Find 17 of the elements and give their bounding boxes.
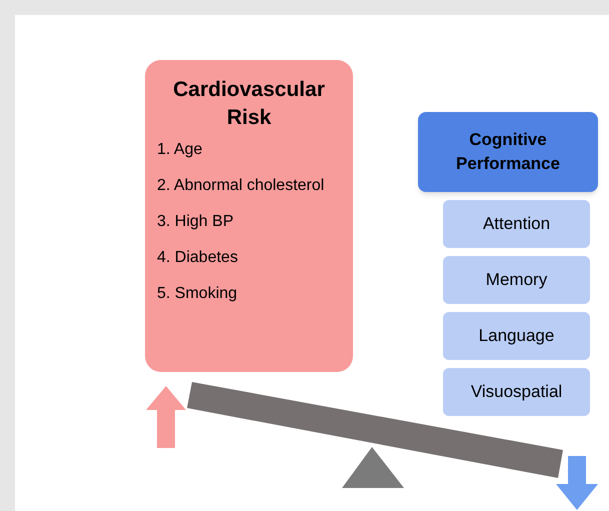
list-item: 5. Smoking <box>157 284 238 304</box>
item-box <box>443 200 590 248</box>
item-box <box>443 312 590 360</box>
list-item: 1. Age <box>157 140 204 160</box>
panel-title: Cardiovascular Risk <box>172 77 326 131</box>
list-item: 2. Abnormal cholesterol <box>157 176 326 196</box>
header-text: Cognitive Performance <box>455 129 561 175</box>
item-box <box>443 368 590 416</box>
risk-panel <box>145 60 353 372</box>
list-item: 3. High BP <box>157 212 234 232</box>
item-text: Language <box>478 325 554 348</box>
item-text: Visuospatial <box>470 381 562 404</box>
item-box <box>443 256 590 304</box>
header-box <box>418 112 598 192</box>
list-item: 4. Diabetes <box>157 248 239 268</box>
item-text: Attention <box>482 213 550 236</box>
item-text: Memory <box>486 269 548 292</box>
